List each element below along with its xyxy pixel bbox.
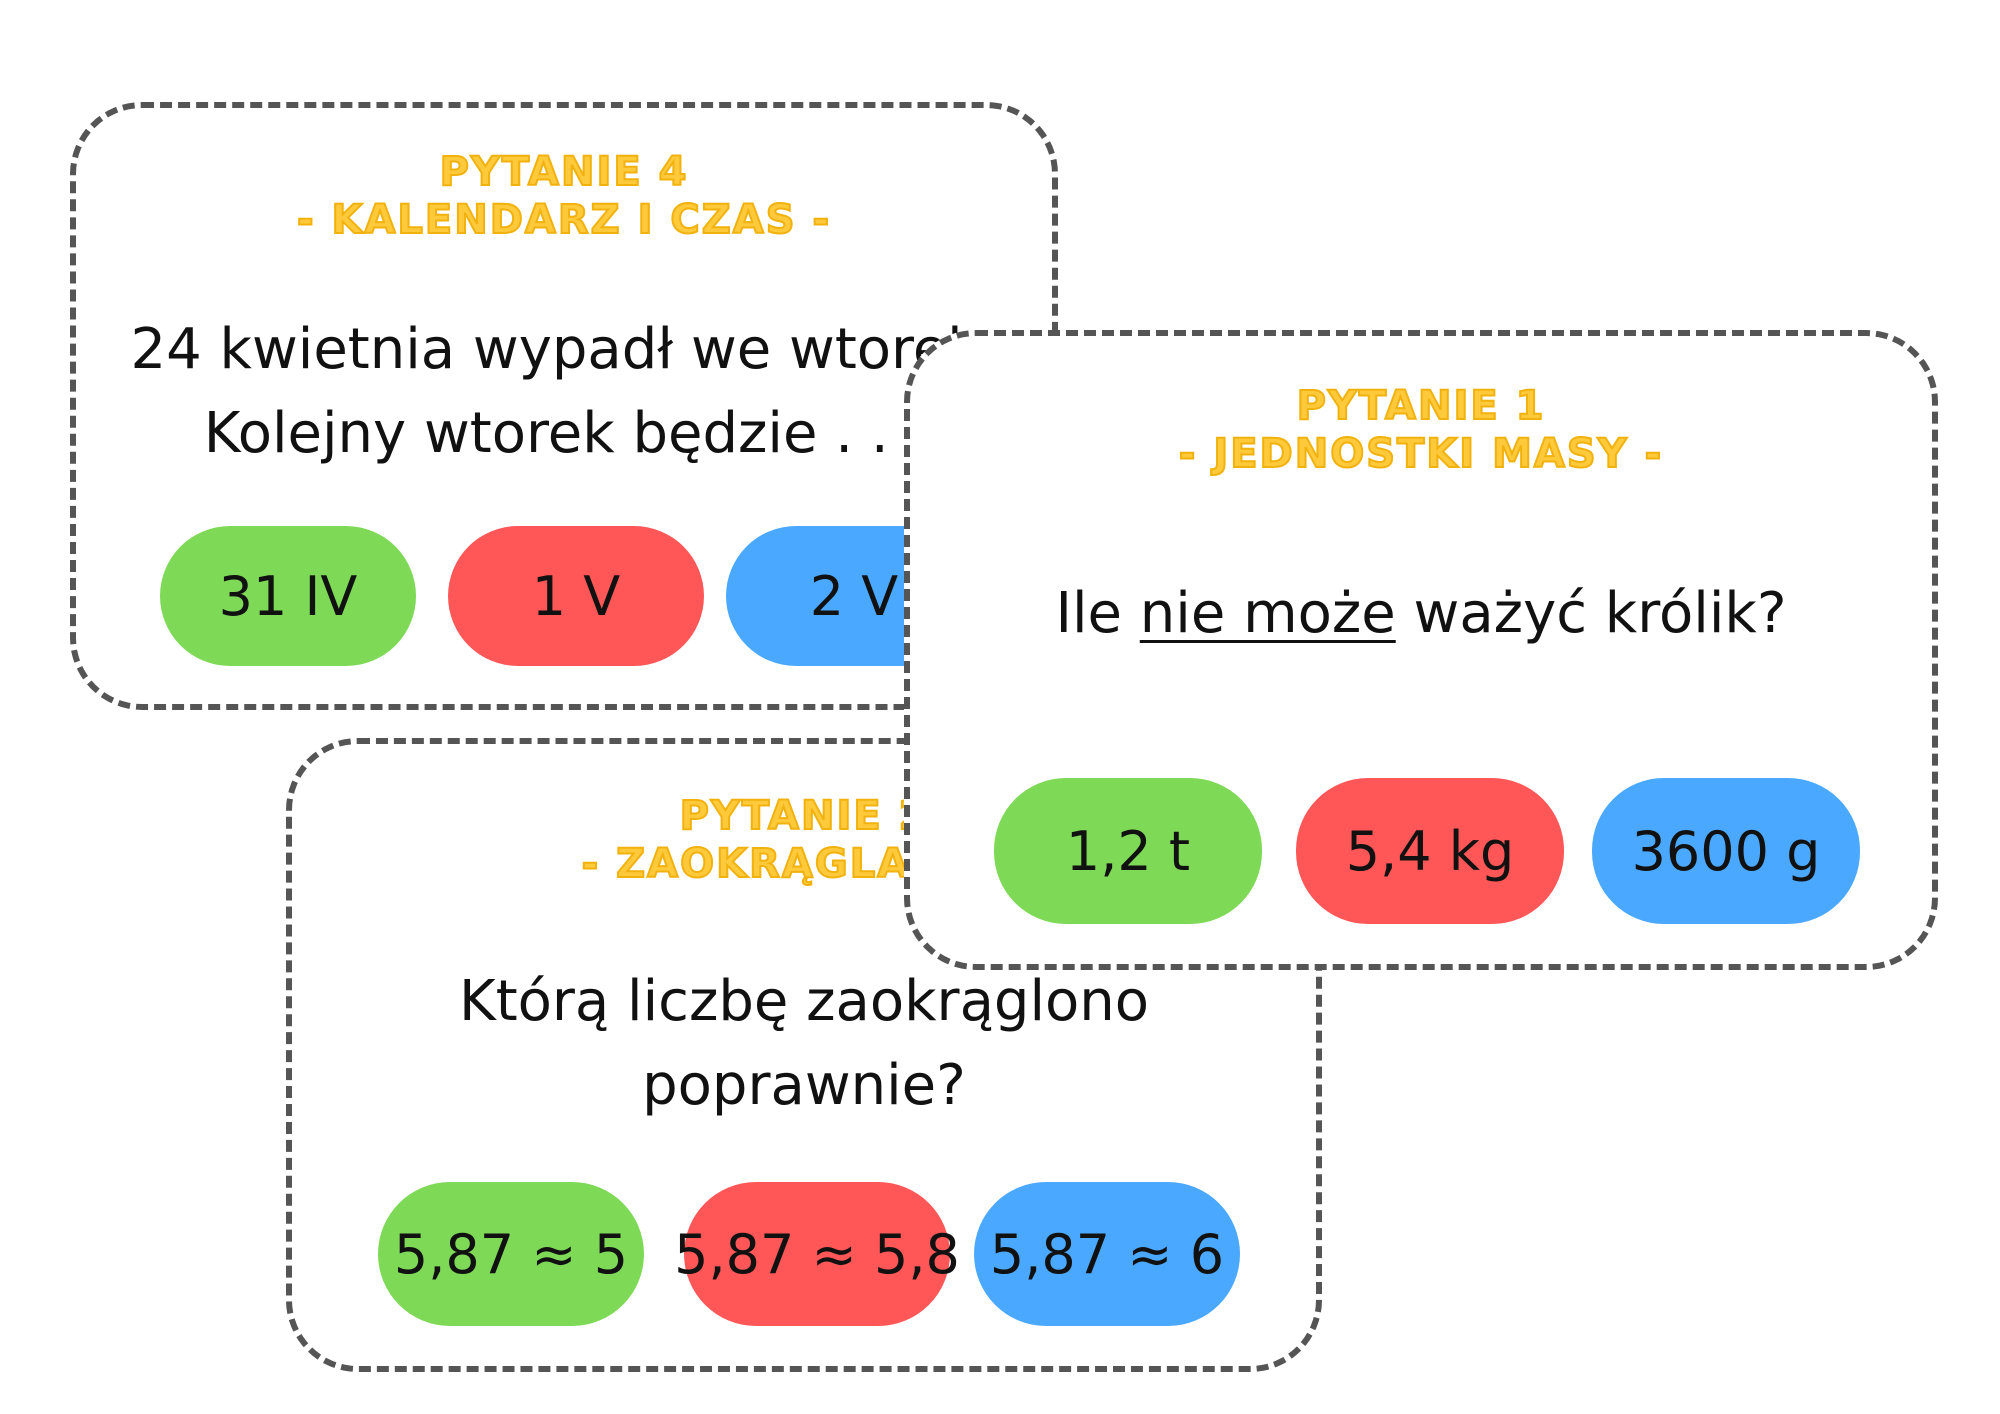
question-line-2: poprawnie? xyxy=(642,1053,966,1118)
card-header: PYTANIE 4 - KALENDARZ I CZAS - xyxy=(76,148,1052,244)
question-text-start: Ile xyxy=(1055,581,1140,646)
card-header-title: PYTANIE 1 xyxy=(1296,382,1546,430)
answer-button-blue[interactable]: 5,87 ≈ 6 xyxy=(974,1182,1240,1326)
answer-button-red[interactable]: 5,87 ≈ 5,8 xyxy=(674,1182,960,1326)
question-text: Ile nie może ważyć królik? xyxy=(910,572,1932,656)
answer-button-blue[interactable]: 3600 g xyxy=(1592,778,1860,924)
question-text: Którą liczbę zaokrąglono poprawnie? xyxy=(292,960,1316,1128)
answer-button-green[interactable]: 31 IV xyxy=(160,526,416,666)
card-header-title: PYTANIE 4 xyxy=(439,148,689,196)
question-text-end: ważyć królik? xyxy=(1395,581,1787,646)
card-header-title: PYTANIE 2 xyxy=(679,792,929,840)
card-header: PYTANIE 1 - JEDNOSTKI MASY - xyxy=(910,382,1932,478)
question-line-1: Którą liczbę zaokrąglono xyxy=(458,969,1150,1034)
answer-button-red[interactable]: 1 V xyxy=(448,526,704,666)
question-text-underlined: nie może xyxy=(1139,581,1396,646)
question-text: 24 kwietnia wypadł we wtorek. Kolejny wt… xyxy=(76,308,1052,476)
question-card-calendar: PYTANIE 4 - KALENDARZ I CZAS - 24 kwietn… xyxy=(70,102,1058,710)
answer-button-red[interactable]: 5,4 kg xyxy=(1296,778,1564,924)
question-line-1: 24 kwietnia wypadł we wtorek. xyxy=(130,317,998,382)
card-header-subtitle: - KALENDARZ I CZAS - xyxy=(296,196,832,244)
question-line-2: Kolejny wtorek będzie . . . xyxy=(203,401,925,466)
card-header-subtitle: - JEDNOSTKI MASY - xyxy=(1178,430,1664,478)
question-card-mass: PYTANIE 1 - JEDNOSTKI MASY - Ile nie moż… xyxy=(904,330,1938,970)
answer-button-green[interactable]: 1,2 t xyxy=(994,778,1262,924)
answer-button-green[interactable]: 5,87 ≈ 5 xyxy=(378,1182,644,1326)
